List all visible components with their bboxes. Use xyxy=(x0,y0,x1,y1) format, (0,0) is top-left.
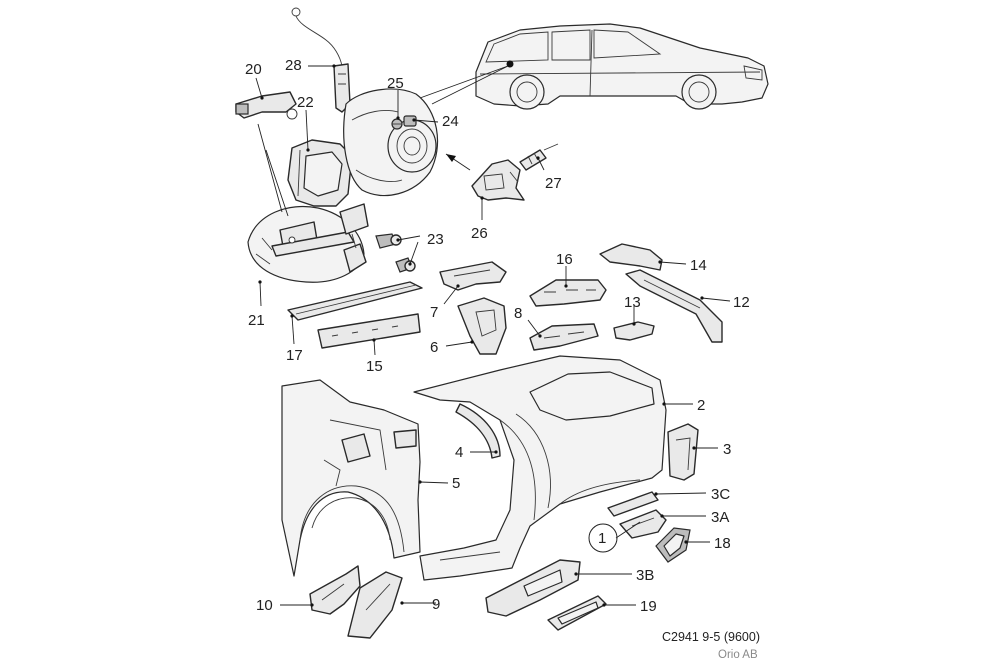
callout-28: 28 xyxy=(285,57,302,74)
callout-15: 15 xyxy=(366,358,383,375)
cable-28 xyxy=(291,7,351,113)
callout-labels: 20 28 22 25 24 27 26 23 21 17 15 7 6 8 1… xyxy=(245,57,750,615)
fuel-filler-housing-22 xyxy=(287,139,353,207)
callout-6: 6 xyxy=(430,339,438,356)
callout-13: 13 xyxy=(624,294,641,311)
callout-27: 27 xyxy=(545,175,562,192)
hinge-bracket xyxy=(339,203,369,273)
fuel-flap-marker xyxy=(506,60,514,68)
callout-3A: 3A xyxy=(711,509,729,526)
clip-24 xyxy=(403,115,417,127)
callout-26: 26 xyxy=(471,225,488,242)
callout-3B: 3B xyxy=(636,567,654,584)
callout-1: 1 xyxy=(598,530,606,547)
bracket-26 xyxy=(471,159,525,201)
strip-3C xyxy=(607,491,659,517)
callout-16: 16 xyxy=(556,251,573,268)
callout-17: 17 xyxy=(286,347,303,364)
callout-25: 25 xyxy=(387,75,404,92)
bracket-8 xyxy=(529,323,599,351)
callout-9: 9 xyxy=(432,596,440,613)
bracket-7 xyxy=(439,261,507,291)
callout-19: 19 xyxy=(640,598,657,615)
bracket-3 xyxy=(667,423,699,481)
callout-24: 24 xyxy=(442,113,459,130)
bracket-13 xyxy=(613,321,655,341)
cover-18 xyxy=(655,527,691,563)
callout-7: 7 xyxy=(430,304,438,321)
callout-2: 2 xyxy=(697,397,705,414)
car-overview xyxy=(475,23,769,110)
rail-15 xyxy=(317,313,421,349)
callout-10: 10 xyxy=(256,597,273,614)
callout-3: 3 xyxy=(723,441,731,458)
callout-20: 20 xyxy=(245,61,262,78)
callout-22: 22 xyxy=(297,94,314,111)
panel-9 xyxy=(347,571,403,639)
callout-14: 14 xyxy=(690,257,707,274)
rail-17 xyxy=(287,281,423,321)
callout-12: 12 xyxy=(733,294,750,311)
bracket-3A xyxy=(619,509,667,539)
screws-23 xyxy=(375,233,416,273)
bracket-3B xyxy=(485,559,581,617)
screw-25 xyxy=(391,118,403,130)
reinforcement-6 xyxy=(457,297,507,355)
callout-5: 5 xyxy=(452,475,460,492)
bracket-14 xyxy=(599,243,663,271)
cable-27 xyxy=(519,143,559,171)
leader-tips xyxy=(258,64,704,607)
panel-10 xyxy=(309,565,361,615)
fuel-flap-21 xyxy=(247,205,365,283)
drawing-code: C2941 9-5 (9600) xyxy=(662,630,760,644)
bracket-16 xyxy=(529,279,607,307)
callout-circle-1 xyxy=(588,523,618,553)
callout-4: 4 xyxy=(455,444,463,461)
rail-12 xyxy=(625,269,723,343)
callout-3C: 3C xyxy=(711,486,730,503)
callout-21: 21 xyxy=(248,312,265,329)
callout-8: 8 xyxy=(514,305,522,322)
bracket-20 xyxy=(235,91,298,120)
side-panel-2 xyxy=(413,355,667,581)
seal-4 xyxy=(455,403,501,459)
inner-wheelhouse-5 xyxy=(281,379,421,577)
copyright-credit: Orio AB xyxy=(718,649,758,661)
callout-23: 23 xyxy=(427,231,444,248)
callout-18: 18 xyxy=(714,535,731,552)
fuel-filler-neck xyxy=(343,88,439,197)
plate-19 xyxy=(547,595,607,631)
leader-lines xyxy=(255,65,731,606)
